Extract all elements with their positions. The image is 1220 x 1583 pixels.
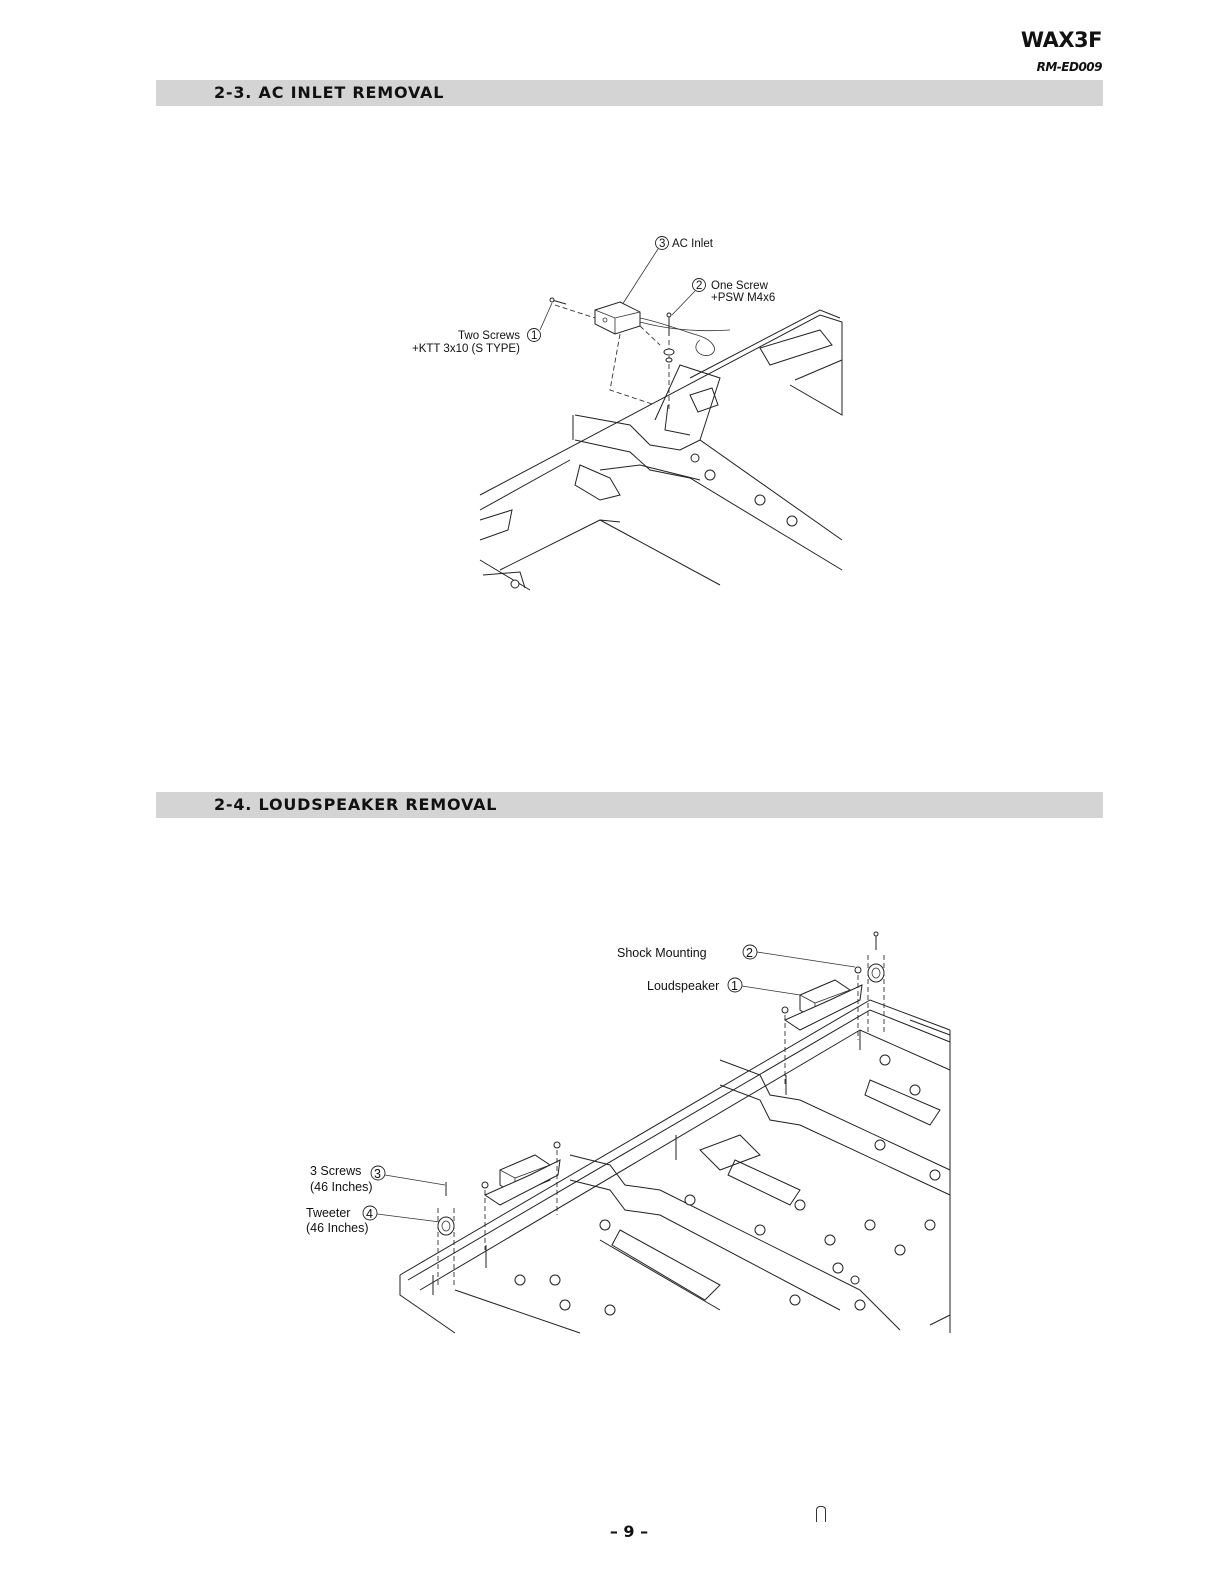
- callout-sublabel-46-inches: (46 Inches): [306, 1221, 369, 1235]
- callout-number-4: 4: [366, 1207, 373, 1221]
- loudspeaker-part: [482, 1142, 560, 1250]
- callout-sublabel-46-inches: (46 Inches): [310, 1180, 373, 1194]
- callout-label-shock-mounting: Shock Mounting: [617, 946, 707, 960]
- callout-label-tweeter: Tweeter: [306, 1206, 350, 1220]
- callout-label-3-screws: 3 Screws: [310, 1164, 361, 1178]
- callout-label-loudspeaker: Loudspeaker: [647, 979, 719, 993]
- binding-mark-icon: [816, 1506, 826, 1522]
- tweeter-part: [438, 1182, 454, 1285]
- tweeter-part: [868, 932, 884, 1035]
- callout-number-3: 3: [374, 1167, 381, 1181]
- loudspeaker-part: [782, 967, 862, 1085]
- callout-number-2: 2: [746, 946, 753, 960]
- callout-number-1: 1: [731, 979, 738, 993]
- chassis-frame: [400, 1000, 950, 1333]
- page-number: – 9 –: [0, 1522, 1220, 1541]
